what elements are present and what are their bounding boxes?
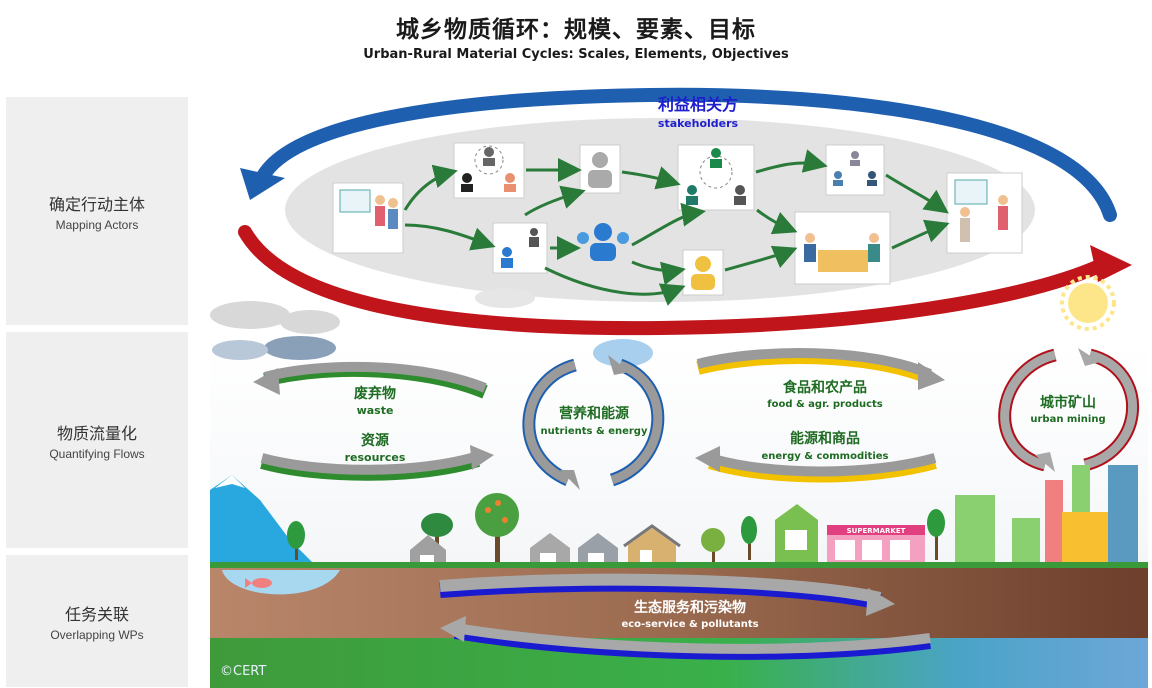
- connection-arrows: [403, 149, 950, 306]
- actor-card-single-grey: [579, 144, 621, 194]
- eco-label-en: eco-service & pollutants: [621, 619, 758, 630]
- sun-icon: [1060, 275, 1116, 331]
- blue-arrowhead: [240, 168, 285, 200]
- resources-flow-arrow: [260, 445, 494, 481]
- sidebar-label-zh: 任务关联: [64, 604, 129, 624]
- actor-card-group-three: [453, 142, 525, 199]
- pond: [222, 570, 340, 595]
- stakeholders-label-en: stakeholders: [658, 117, 739, 130]
- red-arrowhead: [1090, 245, 1132, 282]
- actor-card-group-blue: [825, 144, 885, 196]
- nutrients-label-zh: 营养和能源: [559, 405, 629, 422]
- red-cycle-arrow: [238, 225, 1115, 336]
- actor-card-wifi: [492, 222, 548, 274]
- page-subtitle: Urban-Rural Material Cycles: Scales, Ele…: [363, 47, 789, 62]
- eco-service-flow-arrows: [439, 573, 931, 660]
- houses: [410, 524, 681, 568]
- grass-strip: [210, 562, 1148, 568]
- resources-label-en: resources: [345, 451, 406, 464]
- food-label-en: food & agr. products: [767, 399, 883, 410]
- sidebar-label-zh: 物质流量化: [56, 423, 137, 443]
- sidebar-label-en: Overlapping WPs: [50, 627, 144, 642]
- title-block: 城乡物质循环：规模、要素、目标 Urban-Rural Material Cyc…: [0, 10, 1152, 62]
- actor-card-presenter-right: [946, 172, 1023, 254]
- eco-label-zh: 生态服务和污染物: [634, 599, 746, 616]
- energy-flow-arrow: [695, 446, 937, 483]
- actor-card-team-green: [677, 144, 755, 211]
- sidebar-box-wps: 任务关联 Overlapping WPs: [6, 555, 188, 687]
- waste-label-en: waste: [357, 404, 394, 417]
- energy-label-en: energy & commodities: [761, 451, 888, 462]
- clouds: [210, 288, 653, 367]
- buildings: [775, 465, 1138, 565]
- supermarket-sign: SUPERMARKET: [847, 527, 906, 535]
- copyright-label: ©CERT: [220, 664, 266, 679]
- sidebar-label-en: Quantifying Flows: [49, 446, 145, 461]
- trees: [287, 493, 945, 565]
- mining-label-zh: 城市矿山: [1040, 394, 1096, 411]
- food-flow-arrow: [696, 348, 945, 390]
- waste-label-zh: 废弃物: [354, 385, 396, 402]
- sidebar-box-actors: 确定行动主体 Mapping Actors: [6, 97, 188, 325]
- actor-card-crowd-blue: [577, 223, 629, 261]
- sidebar-label-en: Mapping Actors: [55, 217, 139, 232]
- actor-card-single-yellow: [682, 249, 724, 296]
- blue-cycle-arrow: [255, 87, 1117, 222]
- energy-label-zh: 能源和商品: [790, 430, 860, 447]
- actor-card-presenter-left: [332, 182, 404, 254]
- actor-card-meeting: [794, 211, 891, 285]
- mining-label-en: urban mining: [1030, 414, 1105, 425]
- waste-flow-arrow: [253, 361, 488, 399]
- page-title: 城乡物质循环：规模、要素、目标: [396, 17, 756, 43]
- food-label-zh: 食品和农产品: [783, 379, 867, 396]
- stakeholders-label-zh: 利益相关方: [658, 95, 738, 114]
- sidebar-label-zh: 确定行动主体: [48, 194, 145, 214]
- urban-mining-cycle-arrows: [998, 348, 1140, 472]
- nutrients-label-en: nutrients & energy: [541, 426, 648, 437]
- resources-label-zh: 资源: [361, 432, 389, 449]
- nutrients-cycle-arrows: [522, 355, 665, 490]
- sidebar-box-flows: 物质流量化 Quantifying Flows: [6, 332, 188, 548]
